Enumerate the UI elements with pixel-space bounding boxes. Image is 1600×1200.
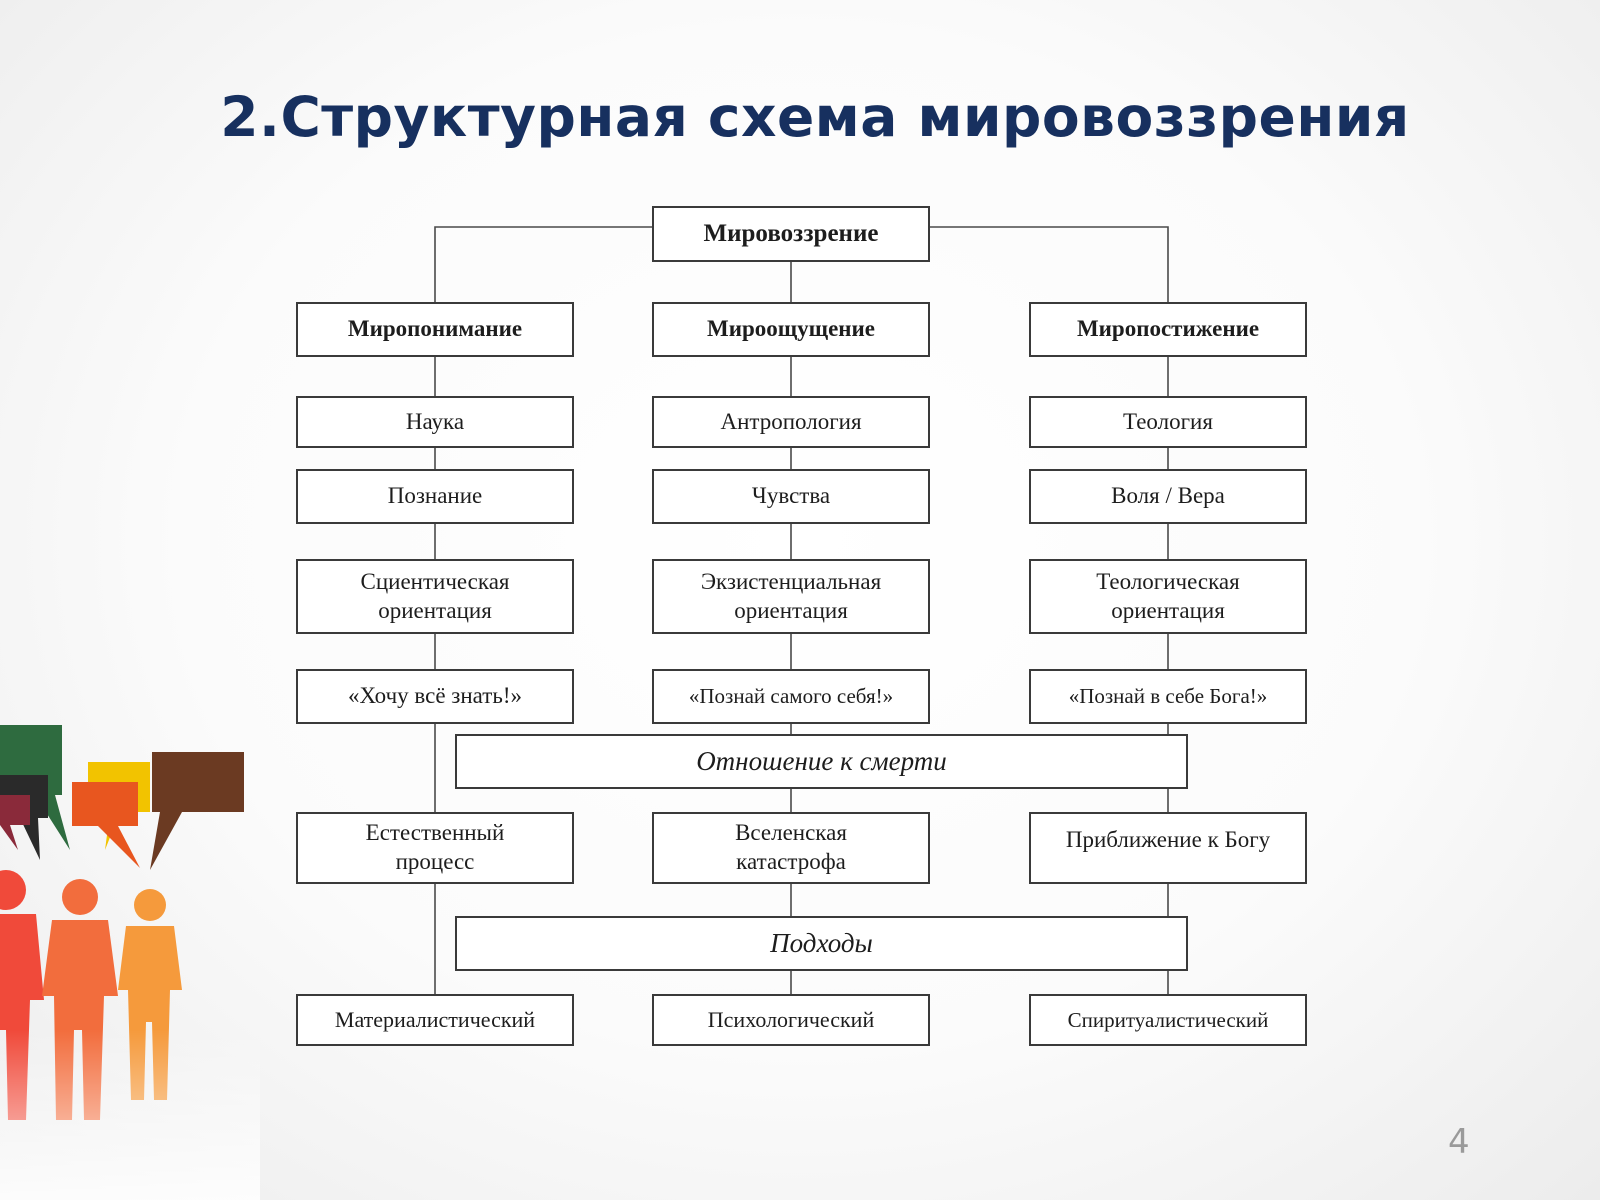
- node-approach-2-label: Психологический: [707, 1007, 875, 1033]
- node-root-label: Мировоззрение: [703, 220, 879, 248]
- node-header-2: Мироощущение: [652, 302, 930, 357]
- node-discipline-1: Наука: [296, 396, 574, 448]
- node-discipline-2-label: Антропология: [720, 408, 862, 434]
- node-faculty-3-label: Воля / Вера: [1111, 483, 1225, 509]
- node-header-2-label: Мироощущение: [706, 316, 875, 342]
- node-approach-1: Материалистический: [296, 994, 574, 1046]
- node-death-view-2: Вселенская катастрофа: [652, 812, 930, 884]
- band-approaches: Подходы: [455, 916, 1188, 971]
- node-orientation-1-label: Сциентическая ориентация: [360, 568, 510, 623]
- node-faculty-2-label: Чувства: [751, 483, 831, 509]
- node-orientation-1: Сциентическая ориентация: [296, 559, 574, 634]
- node-motto-1-label: «Хочу всё знать!»: [348, 683, 522, 709]
- node-death-view-1-label: Естественный процесс: [365, 820, 505, 874]
- node-header-3-label: Миропостижение: [1076, 316, 1260, 342]
- node-faculty-1-label: Познание: [387, 483, 483, 509]
- band-death: Отношение к смерти: [455, 734, 1188, 789]
- node-discipline-1-label: Наука: [405, 408, 465, 434]
- node-orientation-3-label: Теологическая ориентация: [1096, 568, 1240, 623]
- node-header-1-label: Миропонимание: [347, 316, 523, 342]
- node-discipline-3: Теология: [1029, 396, 1307, 448]
- node-motto-2-label: «Познай самого себя!»: [688, 684, 894, 709]
- speech-bubbles-icon: [0, 725, 244, 870]
- band-approaches-label: Подходы: [770, 927, 873, 958]
- node-faculty-3: Воля / Вера: [1029, 469, 1307, 524]
- node-motto-2: «Познай самого себя!»: [652, 669, 930, 724]
- node-approach-2: Психологический: [652, 994, 930, 1046]
- node-death-view-3-label: Приближение к Богу: [1065, 827, 1271, 852]
- node-header-1: Миропонимание: [296, 302, 574, 357]
- node-death-view-3: Приближение к Богу: [1029, 812, 1307, 884]
- node-motto-3: «Познай в себе Бога!»: [1029, 669, 1307, 724]
- node-header-3: Миропостижение: [1029, 302, 1307, 357]
- band-death-label: Отношение к смерти: [696, 745, 947, 776]
- node-death-view-2-label: Вселенская катастрофа: [735, 820, 847, 874]
- people-with-speech-bubbles-icon: [0, 725, 260, 1200]
- node-approach-3: Спиритуалистический: [1029, 994, 1307, 1046]
- page-number: 4: [1448, 1122, 1470, 1162]
- node-approach-1-label: Материалистический: [334, 1007, 536, 1033]
- node-death-view-1: Естественный процесс: [296, 812, 574, 884]
- node-approach-3-label: Спиритуалистический: [1067, 1007, 1269, 1032]
- slide-title: 2.Структурная схема мировоззрения: [220, 85, 1410, 149]
- node-orientation-2: Экзистенциальная ориентация: [652, 559, 930, 634]
- node-discipline-3-label: Теология: [1123, 408, 1213, 434]
- node-motto-3-label: «Познай в себе Бога!»: [1068, 684, 1268, 709]
- node-discipline-2: Антропология: [652, 396, 930, 448]
- node-root: Мировоззрение: [652, 206, 930, 262]
- node-orientation-3: Теологическая ориентация: [1029, 559, 1307, 634]
- node-faculty-2: Чувства: [652, 469, 930, 524]
- node-faculty-1: Познание: [296, 469, 574, 524]
- node-orientation-2-label: Экзистенциальная ориентация: [700, 568, 882, 623]
- node-motto-1: «Хочу всё знать!»: [296, 669, 574, 724]
